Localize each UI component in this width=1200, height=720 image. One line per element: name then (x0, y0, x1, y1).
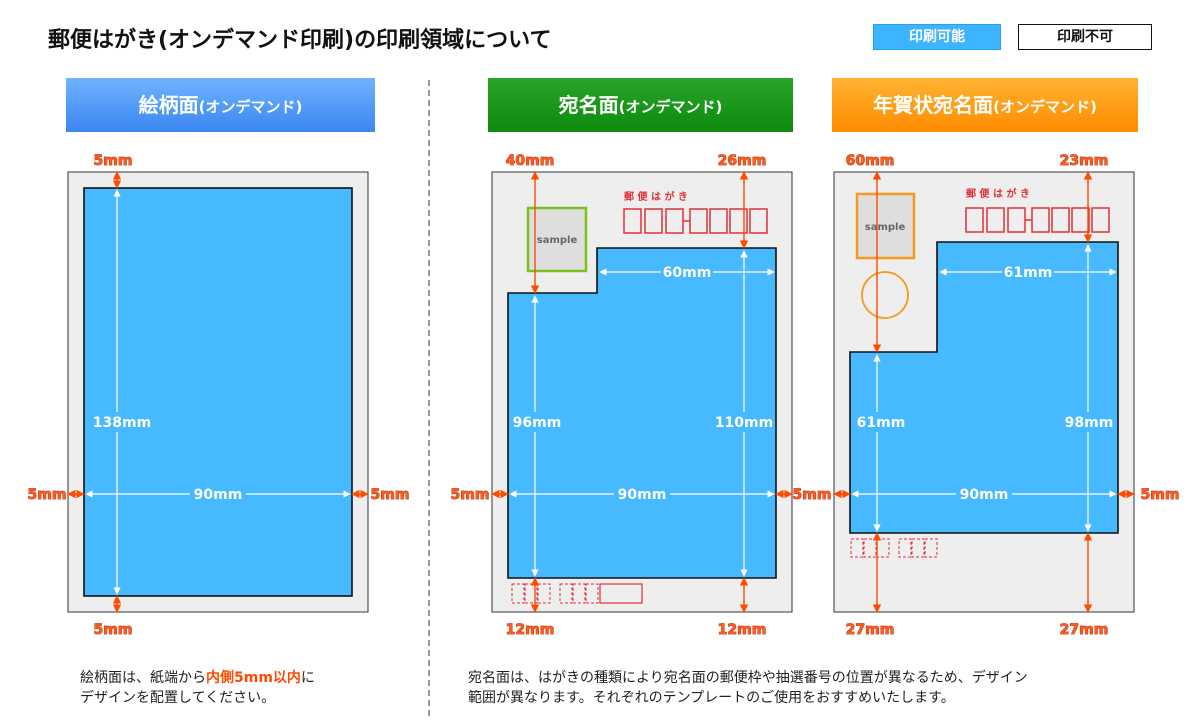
caption-highlight: 内側5mm以内 (206, 670, 301, 686)
postcard-label: 郵 便 は が き (624, 190, 688, 203)
stamp-sample-text: sample (865, 222, 906, 233)
bottom-left-label: 27mm (846, 622, 895, 638)
banner-subtitle: (オンデマンド) (993, 98, 1097, 116)
right-margin-label: 5mm (1141, 487, 1180, 503)
top-right-label: 26mm (718, 153, 767, 169)
address-side-caption: 宛名面は、はがきの種類により宛名面の郵便枠や抽選番号の位置が異なるため、デザイン… (468, 668, 1168, 708)
top-right-label: 23mm (1060, 153, 1109, 169)
legend-printable: 印刷可能 (873, 24, 1001, 50)
banner-newyear-side: 年賀状宛名面(オンデマンド) (832, 78, 1138, 132)
top-margin-label: 5mm (94, 153, 133, 169)
width-label: 90mm (960, 487, 1009, 503)
postcode-frame (623, 208, 768, 234)
lottery-number-frame (850, 538, 938, 558)
lottery-frame-box (599, 583, 643, 604)
bottom-right-label: 27mm (1060, 622, 1109, 638)
left-height-label: 61mm (857, 415, 906, 431)
width-label: 90mm (194, 487, 243, 503)
caption-text: 宛名面は、はがきの種類により宛名面の郵便枠や抽選番号の位置が異なるため、デザイン (468, 670, 1028, 686)
left-margin-label: 5mm (451, 487, 490, 503)
postcard-label: 郵 便 は が き (966, 187, 1030, 200)
right-height-label: 110mm (715, 415, 773, 431)
address-side-panel: sample 郵 便 は が き (450, 153, 793, 638)
newyear-side-panel: sample 郵 便 は が き (792, 153, 1180, 639)
caption-text: に (300, 670, 315, 686)
right-margin-label: 5mm (371, 487, 410, 503)
section-divider (428, 80, 430, 716)
upper-width-label: 61mm (1004, 265, 1053, 281)
bottom-right-label: 12mm (718, 622, 767, 638)
legend-not-printable: 印刷不可 (1018, 24, 1152, 50)
picture-side-caption: 絵柄面は、紙端から内側5mm以内に デザインを配置してください。 (80, 668, 400, 708)
width-label: 90mm (618, 487, 667, 503)
banner-subtitle: (オンデマンド) (618, 98, 723, 116)
bottom-left-label: 12mm (506, 622, 555, 638)
printable-area (849, 241, 1119, 534)
bottom-margin-label: 5mm (94, 622, 133, 638)
upper-width-label: 60mm (663, 265, 712, 281)
banner-address-side: 宛名面(オンデマンド) (488, 78, 793, 132)
left-margin-label: 5mm (28, 487, 67, 503)
banner-title: 宛名面 (558, 93, 619, 117)
top-left-label: 40mm (506, 153, 555, 169)
height-label: 138mm (93, 415, 151, 431)
postmark-circle (861, 271, 909, 319)
stamp-box (855, 192, 916, 260)
caption-text: 範囲が異なります。それぞれのテンプレートのご使用をおすすめいたします。 (468, 690, 955, 706)
banner-subtitle: (オンデマンド) (198, 98, 303, 116)
right-height-label: 98mm (1065, 415, 1114, 431)
caption-text: 絵柄面は、紙端から (80, 670, 206, 686)
left-margin-label: 5mm (793, 487, 832, 503)
banner-title: 年賀状宛名面 (873, 93, 994, 117)
printable-area (83, 187, 353, 597)
picture-side-panel: 5mm 5mm 5mm 5mm 90mm 138mm (27, 153, 410, 639)
page-title: 郵便はがき(オンデマンド印刷)の印刷領域について (48, 28, 552, 53)
banner-picture-side: 絵柄面(オンデマンド) (66, 78, 375, 132)
top-left-label: 60mm (846, 153, 895, 169)
stamp-sample-text: sample (537, 235, 578, 246)
banner-title: 絵柄面 (138, 93, 199, 117)
lottery-number-frame (511, 583, 599, 604)
caption-text: デザインを配置してください。 (80, 690, 276, 706)
left-height-label: 96mm (513, 415, 562, 431)
